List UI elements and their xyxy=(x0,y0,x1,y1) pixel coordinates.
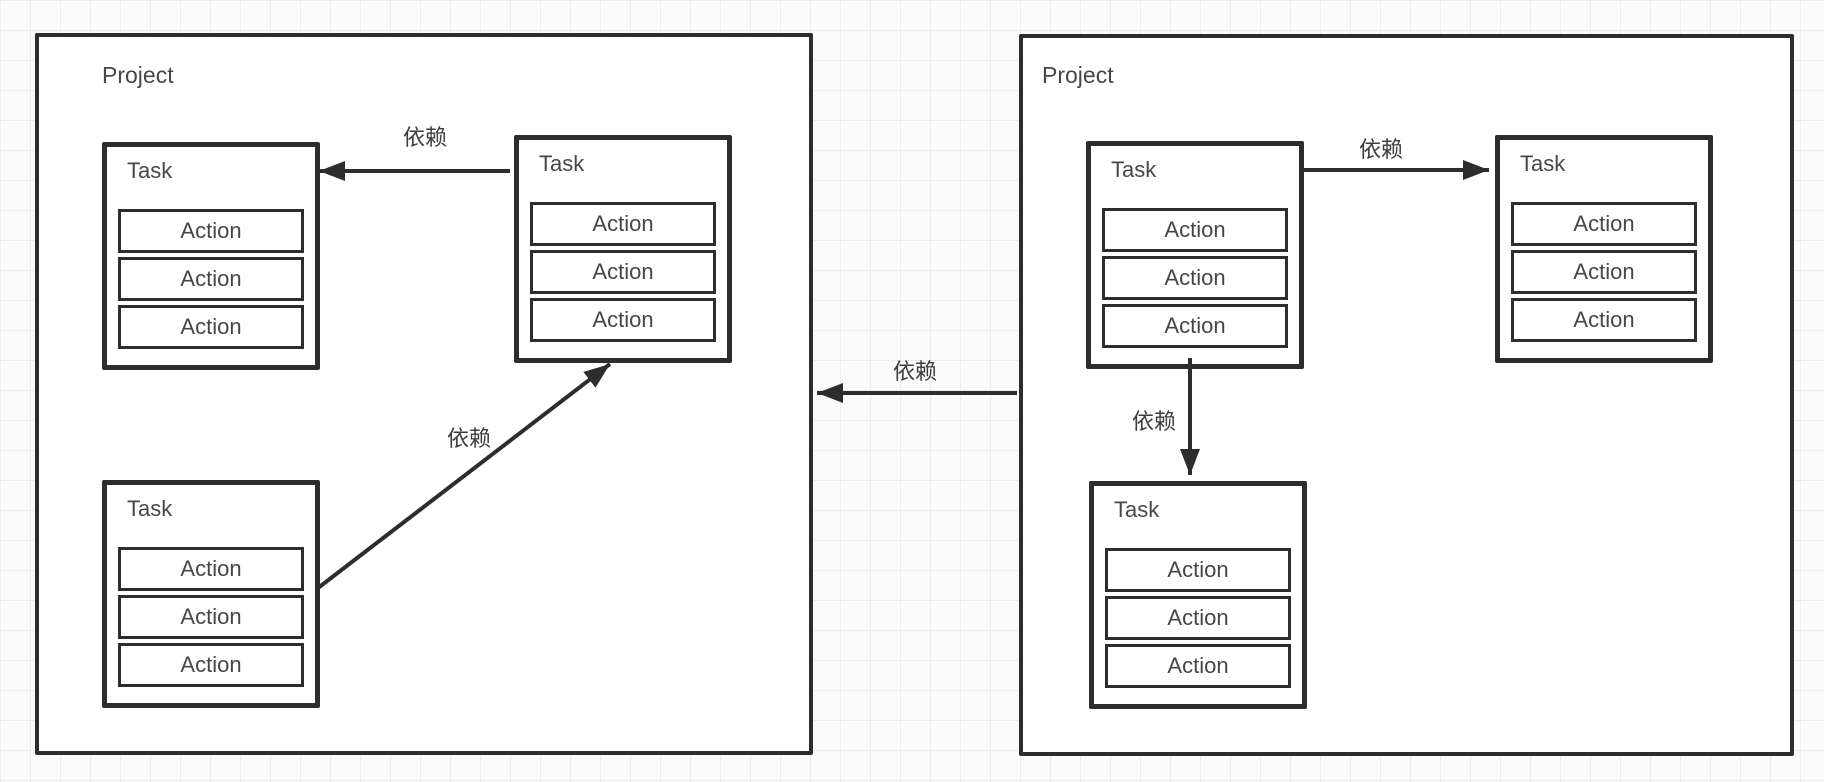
task-title: Task xyxy=(1111,157,1157,182)
task-title: Task xyxy=(127,158,173,183)
action-list: Action Action Action xyxy=(1105,548,1291,692)
task-title: Task xyxy=(127,496,173,521)
dependency-label[interactable]: 依赖 xyxy=(1131,409,1177,434)
action-item[interactable]: Action xyxy=(1102,208,1288,252)
project-box-right[interactable]: Project Task Action Action Action Task A… xyxy=(1019,34,1794,756)
action-item[interactable]: Action xyxy=(1105,548,1291,592)
project-title: Project xyxy=(102,62,174,88)
action-item[interactable]: Action xyxy=(1511,250,1697,294)
action-item[interactable]: Action xyxy=(118,547,304,591)
task-box-left-bottom[interactable]: Task Action Action Action xyxy=(102,480,320,708)
action-item[interactable]: Action xyxy=(1511,298,1697,342)
action-list: Action Action Action xyxy=(530,202,716,346)
dependency-label[interactable]: 依赖 xyxy=(402,125,448,150)
action-item[interactable]: Action xyxy=(1102,304,1288,348)
task-title: Task xyxy=(1114,497,1160,522)
action-item[interactable]: Action xyxy=(118,209,304,253)
task-title: Task xyxy=(1520,151,1566,176)
action-item[interactable]: Action xyxy=(118,257,304,301)
action-list: Action Action Action xyxy=(1102,208,1288,352)
action-item[interactable]: Action xyxy=(1105,644,1291,688)
dependency-label[interactable]: 依赖 xyxy=(892,359,938,384)
task-box-left-top-right[interactable]: Task Action Action Action xyxy=(514,135,732,363)
action-item[interactable]: Action xyxy=(118,643,304,687)
project-title: Project xyxy=(1042,62,1114,88)
project-box-left[interactable]: Project Task Action Action Action Task A… xyxy=(35,33,813,755)
action-item[interactable]: Action xyxy=(530,202,716,246)
action-list: Action Action Action xyxy=(118,547,304,691)
dependency-label[interactable]: 依赖 xyxy=(1358,137,1404,162)
task-box-right-top-left[interactable]: Task Action Action Action xyxy=(1086,141,1304,369)
action-item[interactable]: Action xyxy=(530,250,716,294)
action-list: Action Action Action xyxy=(1511,202,1697,346)
task-box-right-bottom[interactable]: Task Action Action Action xyxy=(1089,481,1307,709)
action-item[interactable]: Action xyxy=(118,305,304,349)
action-item[interactable]: Action xyxy=(118,595,304,639)
action-item[interactable]: Action xyxy=(1511,202,1697,246)
task-box-right-top-right[interactable]: Task Action Action Action xyxy=(1495,135,1713,363)
action-item[interactable]: Action xyxy=(530,298,716,342)
dependency-label[interactable]: 依赖 xyxy=(446,426,492,451)
task-title: Task xyxy=(539,151,585,176)
action-item[interactable]: Action xyxy=(1102,256,1288,300)
task-box-left-top-left[interactable]: Task Action Action Action xyxy=(102,142,320,370)
action-item[interactable]: Action xyxy=(1105,596,1291,640)
action-list: Action Action Action xyxy=(118,209,304,353)
